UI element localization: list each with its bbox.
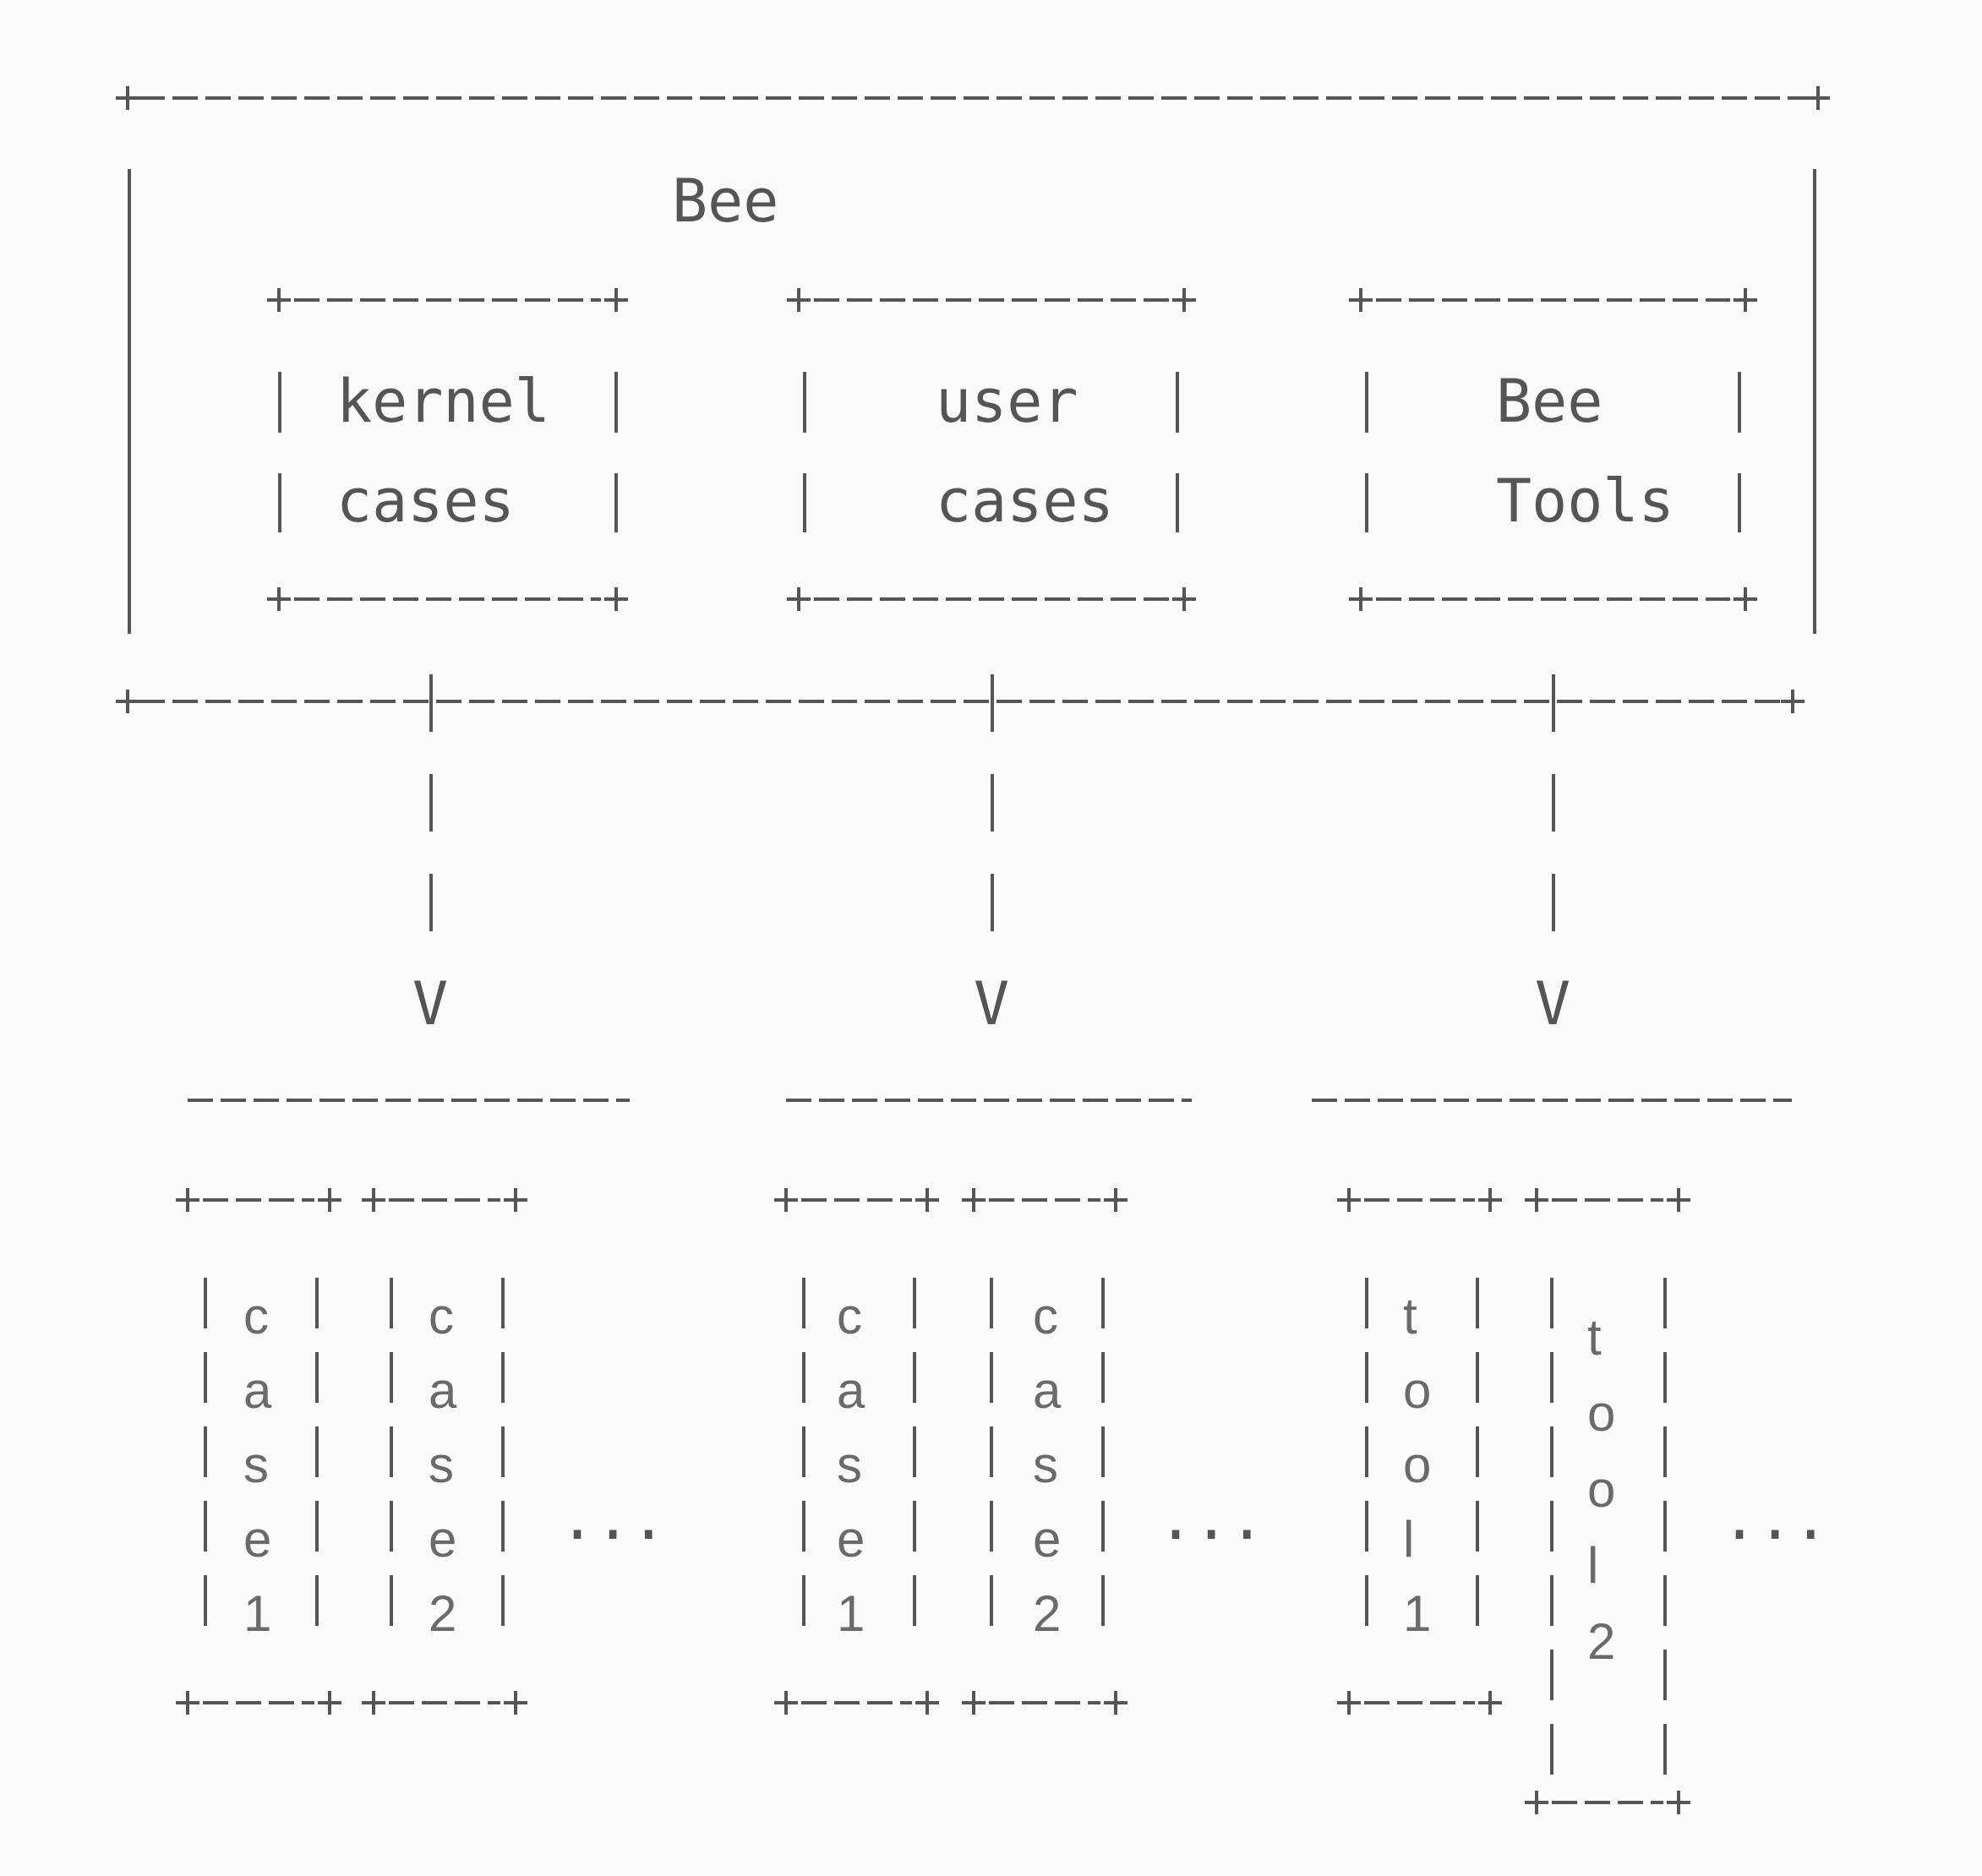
tool1-o1: o [1403, 1362, 1432, 1419]
kernel-case1-1: 1 [243, 1585, 272, 1642]
kernel-box-line2: cases [336, 466, 515, 536]
tools-box-br [1734, 587, 1757, 611]
ellipsis-user: ... [1158, 1484, 1265, 1553]
user-case1-tl [774, 1188, 798, 1212]
outer-bottom-right-corner [1781, 690, 1805, 713]
kernel-case1-br [318, 1691, 341, 1715]
kernel-case2-tr [504, 1188, 527, 1212]
user-case2-s: s [1033, 1437, 1058, 1493]
tools-box-line2: Tools [1496, 466, 1674, 536]
tool2-o2: o [1587, 1461, 1616, 1518]
kernel-case1-e: e [243, 1511, 272, 1568]
user-case1-s: s [837, 1437, 862, 1493]
kernel-case2-bl [362, 1691, 385, 1715]
tool1-bl [1337, 1691, 1361, 1715]
user-case2-tl [962, 1188, 986, 1212]
kernel-box-line1: kernel [336, 367, 550, 436]
user-box-tr [1172, 288, 1196, 312]
kernel-box-bl [267, 587, 291, 611]
ellipsis-tools: ... [1722, 1484, 1829, 1553]
user-box-line2: cases [936, 466, 1114, 536]
outer-top-right-corner [1806, 86, 1830, 110]
kernel-box-tr [604, 288, 628, 312]
ellipsis-kernel: ... [560, 1484, 667, 1553]
kernel-box-tl [267, 288, 291, 312]
tool1-t: t [1403, 1288, 1417, 1344]
user-case2-c: c [1033, 1288, 1058, 1344]
tool2-tr [1667, 1188, 1690, 1212]
user-box-line1: user [936, 367, 1078, 436]
tool1-tr [1478, 1188, 1502, 1212]
kernel-case1-tl [176, 1188, 199, 1212]
user-box-br [1172, 587, 1196, 611]
user-case2-a: a [1033, 1362, 1062, 1419]
user-case1-1: 1 [837, 1585, 865, 1642]
tool2-o1: o [1587, 1385, 1616, 1442]
user-case1-bl [774, 1691, 798, 1715]
user-box-tl [787, 288, 811, 312]
tool2-t: t [1587, 1309, 1602, 1366]
tool2-tl [1525, 1188, 1548, 1212]
tool2-br [1667, 1791, 1690, 1814]
user-case2-bl [962, 1691, 986, 1715]
kernel-case1-bl [176, 1691, 199, 1715]
kernel-box-br [604, 587, 628, 611]
tool2-bl [1525, 1791, 1548, 1814]
arrowhead-tools: V [1535, 969, 1571, 1039]
tools-box-line1: Bee [1496, 367, 1603, 436]
user-box-bl [787, 587, 811, 611]
tool1-tl [1337, 1188, 1361, 1212]
user-case2-e: e [1033, 1511, 1062, 1568]
kernel-case2-c: c [429, 1288, 454, 1344]
kernel-case2-tl [362, 1188, 385, 1212]
user-case2-2: 2 [1033, 1585, 1062, 1642]
user-case1-br [915, 1691, 939, 1715]
tool1-o2: o [1403, 1437, 1432, 1493]
arrowhead-kernel: V [412, 969, 449, 1039]
tool1-l: l [1403, 1511, 1415, 1568]
user-case1-e: e [837, 1511, 865, 1568]
kernel-case2-e: e [429, 1511, 457, 1568]
kernel-case1-tr [318, 1188, 341, 1212]
kernel-case2-br [504, 1691, 527, 1715]
arrowhead-user: V [974, 969, 1010, 1039]
tool2-l: l [1587, 1537, 1599, 1594]
tool1-br [1478, 1691, 1502, 1715]
user-case1-a: a [837, 1362, 865, 1419]
outer-bottom-left-corner [116, 690, 139, 713]
kernel-case2-s: s [429, 1437, 454, 1493]
outer-top-left-corner [116, 86, 139, 110]
tools-box-bl [1349, 587, 1373, 611]
user-case1-c: c [837, 1288, 862, 1344]
user-case1-tr [915, 1188, 939, 1212]
tools-box-tl [1349, 288, 1373, 312]
kernel-case2-a: a [429, 1362, 457, 1419]
kernel-case2-2: 2 [429, 1585, 457, 1642]
tool1-1: 1 [1403, 1585, 1432, 1642]
tools-box-tr [1734, 288, 1757, 312]
diagram-title: Bee [672, 166, 779, 236]
user-case2-tr [1104, 1188, 1128, 1212]
kernel-case1-s: s [243, 1437, 269, 1493]
user-case2-br [1104, 1691, 1128, 1715]
kernel-case1-a: a [243, 1362, 272, 1419]
kernel-case1-c: c [243, 1288, 269, 1344]
tool2-2: 2 [1587, 1613, 1616, 1670]
